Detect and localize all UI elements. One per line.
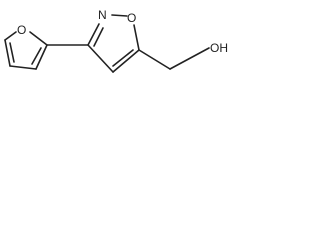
isoxazole-nitrogen-label: N — [98, 8, 107, 22]
furan-bond-c3-c4 — [9, 65, 37, 70]
furan-bond-c4-c5 — [4, 39, 11, 67]
isoxazole-bond-o-c5 — [133, 24, 140, 51]
isoxazole-double-bond-c3-n-inner — [93, 27, 104, 47]
isoxazole-bond-c5-c4 — [112, 49, 140, 73]
isoxazole-oxygen-label: O — [127, 11, 136, 25]
bond-c5-to-ch2 — [138, 49, 171, 70]
furan-bond-c2-c3 — [35, 44, 48, 70]
bond-group — [4, 14, 210, 73]
hydroxyl-label: OH — [210, 41, 228, 55]
furan-double-bond-inner-c2-c3 — [31, 47, 42, 65]
furan-oxygen-label: O — [17, 23, 26, 37]
isoxazole-bond-c4-c3 — [87, 44, 114, 73]
furan-double-bond-inner-c4-c5 — [9, 42, 15, 63]
isoxazole-bond-c3-n — [87, 23, 100, 46]
furan-bond-o-c2 — [29, 31, 48, 46]
furyl-isoxazolyl-methanol-structure: O N O OH — [4, 8, 228, 73]
isoxazole-bond-n-o — [111, 14, 128, 17]
bond-ch2-to-oh — [169, 47, 210, 70]
chemical-structure-canvas: O N O OH — [0, 0, 257, 87]
furan-bond-c5-o — [4, 31, 17, 41]
isoxazole-double-bond-c4-c5-inner — [112, 49, 134, 67]
atom-label-group: O N O OH — [17, 8, 228, 55]
